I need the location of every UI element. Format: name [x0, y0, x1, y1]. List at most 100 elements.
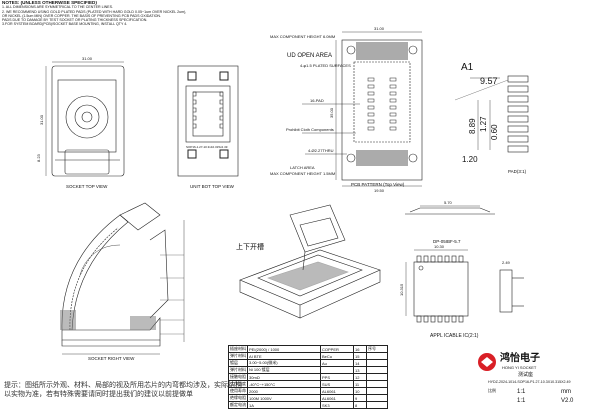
part-number: HYDZ-2024-1014-SOP16-P1.27-10.3X10.315X2… — [488, 380, 571, 384]
cell: 序号 — [366, 345, 388, 353]
cell: 11 — [353, 380, 367, 388]
cell: COPPER — [320, 345, 354, 353]
cell: PPS — [320, 373, 354, 381]
cell — [366, 401, 388, 409]
caption-pad: PAD(3:1) — [508, 169, 527, 174]
cell: 30mΩ — [247, 373, 321, 381]
cell: AL6061 — [320, 394, 354, 402]
cell: SK3 — [320, 401, 354, 409]
company-logo — [477, 352, 497, 377]
notes-line: OR NICKEL (1.5um MIN) OVER COPPER. THE B… — [2, 13, 162, 18]
dim-ic-249: 2.49 — [502, 260, 511, 265]
label-max-comp-top: MAX COMPONENT HEIGHT 6.0MM — [270, 34, 336, 39]
label-latch-area: LATCH AREA — [290, 165, 315, 170]
qty-value: 1:1 — [517, 398, 526, 404]
cell: PEI(2000) / 1000 — [247, 345, 321, 353]
cell: 使用寿命 — [228, 387, 248, 395]
cell: 100M 1000V — [247, 394, 321, 402]
dim-pad-957: 9.57 — [480, 76, 498, 86]
cell — [320, 366, 354, 374]
pad-view — [454, 75, 529, 153]
label-max-comp-bottom: MAX COMPONENT HEIGHT 1.5MM — [270, 171, 336, 176]
notes-block: NOTES: (UNLESS OTHERWISE SPECIFIED) 1. A… — [2, 1, 302, 27]
dim-ic-10315: 10.315 — [399, 283, 404, 296]
bottom-note-line1: 提示：图纸所示外观、材料、局部的视及所用芯片的内弯都均涉及，实际结构 — [4, 382, 242, 389]
cell: 弹片材料 — [228, 366, 248, 374]
cell: 插座材料 — [228, 345, 248, 353]
bottom-note: 提示：图纸所示外观、材料、局部的视及所用芯片的内弯都均涉及，实际结构 以实物为准… — [4, 381, 242, 399]
cell: 15 — [353, 352, 367, 360]
dim-pcb-w3: 19.50 — [374, 188, 385, 193]
label-a1: A1 — [461, 62, 474, 73]
company-name-en: HONG YI SOCKET — [502, 365, 537, 370]
cell: 14 — [353, 359, 367, 367]
cell: 1A — [247, 401, 321, 409]
cell: AL6061 — [320, 387, 354, 395]
cell: 接触电阻 — [228, 373, 248, 381]
cell: -40°C~+150°C — [247, 380, 321, 388]
label-pcb-surfaces: 4-φ1.5 PLATED SURFACES — [300, 63, 351, 68]
dim-socket-width: 31.00 — [82, 56, 93, 61]
dim-pad-889: 8.89 — [468, 118, 477, 134]
caption-socket-right: SOCKET RIGHT VIEW — [88, 356, 135, 361]
cell: AI BTE — [247, 352, 321, 360]
cell: 镀层 — [228, 359, 248, 367]
dim-pcb-h1: 35.00 — [329, 107, 334, 118]
dim-pad-120: 1.20 — [462, 155, 478, 164]
label-ud-open-area: UD OPEN AREA — [287, 53, 333, 59]
applicable-ic-view — [405, 249, 524, 323]
caption-dp: DP-05IBF-5.7 — [433, 239, 461, 244]
cell: 16 — [353, 345, 367, 353]
cell — [366, 352, 388, 360]
version-value: V2.0 — [561, 398, 574, 404]
cell: 工作温度 — [228, 380, 248, 388]
cell: BeCu — [320, 352, 354, 360]
notes-line: 1. ALL DIMENSIONS ARE SYMMETRICAL TO THE… — [2, 5, 113, 10]
label-prohibit: Prohibit Cloth Components — [286, 127, 334, 132]
dim-pad-127: 1.27 — [479, 116, 488, 132]
label-chinese-open: 上下开槽 — [236, 244, 264, 251]
pcb-pattern-view — [302, 31, 423, 187]
unit-value: mm — [561, 389, 571, 395]
company-name-cn: 鸿怡电子 — [500, 353, 540, 364]
caption-pcb-pattern: PCB PATTERN (Top View) — [351, 182, 405, 187]
cell: 额定电流 — [228, 401, 248, 409]
notes-line: PADS DUE TO DAMAGE BY TEST SOCKET OR PLA… — [2, 18, 148, 23]
cell: 2000 — [247, 387, 321, 395]
cell: 10 — [353, 387, 367, 395]
cell: 13 — [353, 366, 367, 374]
cell — [366, 359, 388, 367]
caption-socket-top: SOCKET TOP VIEW — [66, 184, 108, 189]
label-part-code: SOP16-1.27-10.3x10.315x2.49 — [186, 145, 228, 149]
cell: 8 — [353, 401, 367, 409]
notes-title: NOTES: (UNLESS OTHERWISE SPECIFIED) — [2, 1, 97, 5]
cell — [366, 387, 388, 395]
socket-top-view — [45, 61, 125, 177]
dim-socket-side: 8.23 — [36, 153, 41, 162]
label-16-pad: 16-PAD — [310, 98, 324, 103]
dim-ic-1030: 10.30 — [434, 244, 445, 249]
cell: 9 — [353, 394, 367, 402]
cell: Au — [320, 359, 354, 367]
label-thru: 4-Ø2.27THRU — [308, 148, 334, 153]
cell: SUS — [320, 380, 354, 388]
cell: Ni 100 镀层 — [247, 366, 321, 374]
cell — [366, 394, 388, 402]
cell: 弹片材料 — [228, 352, 248, 360]
cell — [366, 366, 388, 374]
socket-right-view — [60, 202, 185, 355]
hongyi-logo-icon — [478, 353, 496, 371]
cell — [366, 373, 388, 381]
cell: 12 — [353, 373, 367, 381]
dp-view — [405, 205, 495, 215]
